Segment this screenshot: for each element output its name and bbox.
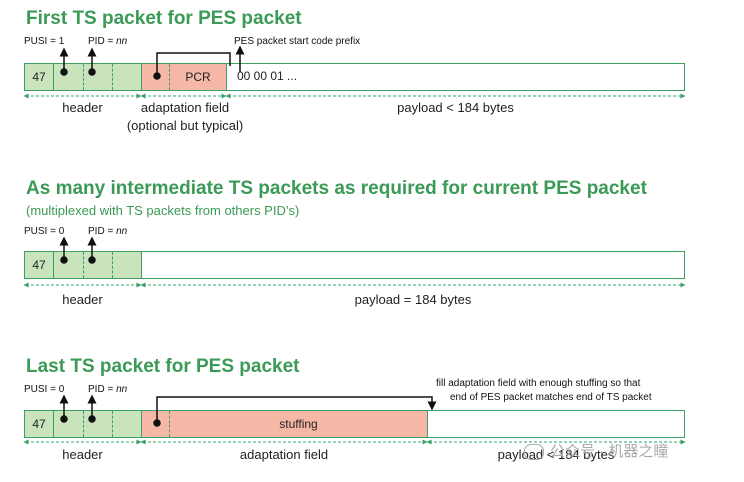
intermediate-header-field-3	[113, 252, 142, 278]
intermediate-ts-packet: 47	[24, 251, 685, 279]
first-header-field-3	[113, 64, 142, 90]
intermediate-pid-label: PID = nn	[88, 226, 128, 237]
last-header-field-1	[54, 411, 84, 437]
intermediate-payload-label: payload = 184 bytes	[354, 292, 472, 307]
last-header-label: header	[62, 447, 103, 462]
first-packet-title: First TS packet for PES packet	[26, 8, 302, 29]
intermediate-header-field-1	[54, 252, 84, 278]
first-payload-start: 00 00 01 ...	[237, 69, 298, 83]
first-header-field-1	[54, 64, 84, 90]
last-adaptation-label: adaptation field	[239, 447, 329, 462]
first-payload-label: payload < 184 bytes	[397, 100, 514, 115]
first-pcr-field: PCR	[170, 64, 227, 90]
watermark: 公众号 · 机器之瞳	[524, 440, 668, 461]
last-pid-pointer	[87, 394, 97, 423]
last-stuffing-note-line2: end of PES packet matches end of TS pack…	[450, 392, 652, 403]
last-ts-packet: 47 stuffing	[24, 410, 685, 438]
intermediate-subtitle: (multiplexed with TS packets from others…	[26, 203, 300, 218]
intermediate-pid-pointer	[87, 236, 97, 264]
first-pusi-pointer	[59, 47, 69, 76]
last-header-field-2	[84, 411, 113, 437]
last-packet-title: Last TS packet for PES packet	[26, 356, 300, 377]
first-sync-byte: 47	[25, 64, 54, 90]
first-pid-pointer	[87, 47, 97, 76]
first-adaptation-label: adaptation field	[140, 100, 230, 115]
first-adaptation-sublabel: (optional but typical)	[126, 118, 244, 133]
last-pid-label: PID = nn	[88, 384, 128, 395]
first-start-code-note: PES packet start code prefix	[234, 36, 361, 47]
intermediate-sync-byte: 47	[25, 252, 54, 278]
last-sync-byte: 47	[25, 411, 54, 437]
last-pusi-pointer	[59, 394, 69, 423]
first-ts-packet: 47 PCR 00 00 01 ...	[24, 63, 685, 91]
last-stuffing-note-line1: fill adaptation field with enough stuffi…	[436, 378, 641, 389]
last-pusi-label: PUSI = 0	[24, 384, 65, 395]
first-header-label: header	[62, 100, 103, 115]
intermediate-header-field-2	[84, 252, 113, 278]
first-pid-label: PID = nn	[88, 36, 128, 47]
intermediate-header-label: header	[62, 292, 103, 307]
first-pusi-label: PUSI = 1	[24, 36, 65, 47]
first-header-field-2	[84, 64, 113, 90]
last-header-field-3	[113, 411, 142, 437]
intermediate-pusi-pointer	[59, 236, 69, 264]
wechat-icon	[524, 444, 544, 461]
intermediate-packets-title: As many intermediate TS packets as requi…	[26, 178, 647, 199]
intermediate-pusi-label: PUSI = 0	[24, 226, 65, 237]
last-stuffing-field: stuffing	[170, 411, 428, 437]
last-stuffing-pointer	[153, 396, 437, 427]
first-adaptation-pointer	[153, 45, 245, 80]
